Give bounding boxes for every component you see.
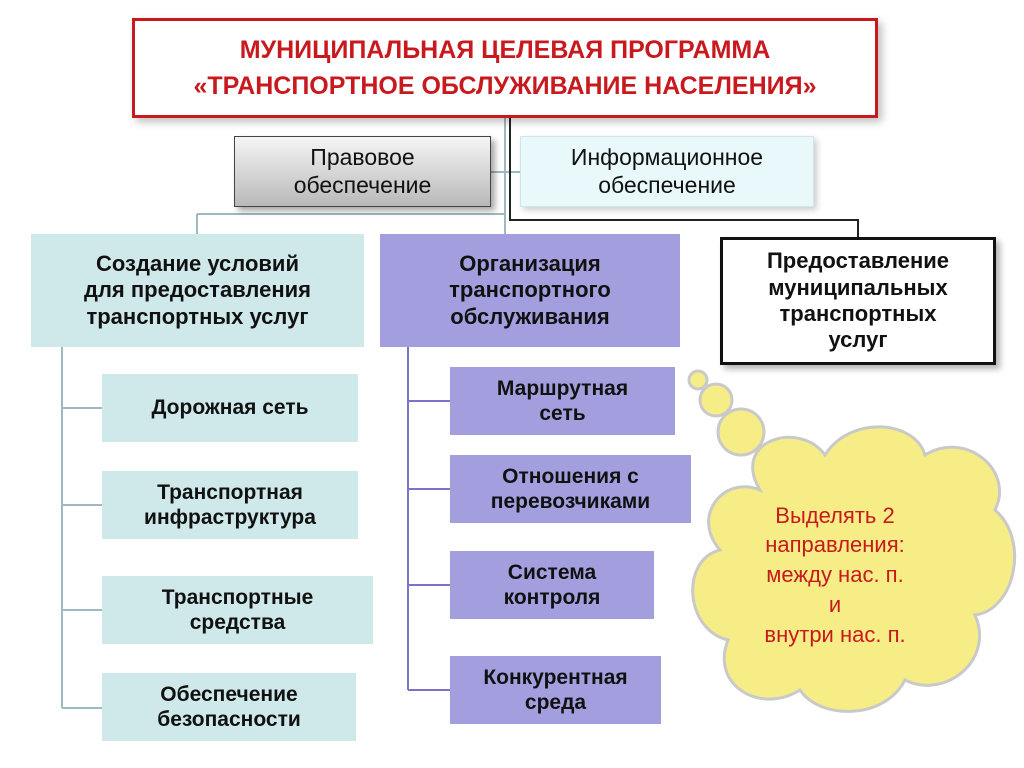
competition-box: Конкурентная среда xyxy=(450,656,661,724)
safety-box: Обеспечение безопасности xyxy=(102,673,356,741)
info-support-box: Информационное обеспечение xyxy=(520,136,814,207)
vehicles-box: Транспортные средства xyxy=(102,576,373,644)
connector-provision xyxy=(509,118,859,237)
conditions-branch-box: Создание условий для предоставления тран… xyxy=(31,234,364,347)
thought-cloud xyxy=(687,369,1017,713)
legal-support-box: Правовое обеспечение xyxy=(234,136,491,207)
route-network-box: Маршрутная сеть xyxy=(450,367,675,435)
control-system-box: Система контроля xyxy=(450,551,654,619)
organization-branch-box: Организация транспортного обслуживания xyxy=(380,234,680,347)
road-network-box: Дорожная сеть xyxy=(102,374,358,442)
transport-infrastructure-box: Транспортная инфраструктура xyxy=(102,471,358,539)
thought-bubble-large xyxy=(716,407,766,457)
cloud-body xyxy=(691,425,1017,713)
cloud-note-text: Выделять 2 направления: между нас. п. и … xyxy=(764,502,906,647)
thought-bubble-small xyxy=(687,369,709,391)
provision-branch-box: Предоставление муниципальных транспортны… xyxy=(720,237,996,365)
thought-bubble-medium xyxy=(698,382,734,418)
program-title: МУНИЦИПАЛЬНАЯ ЦЕЛЕВАЯ ПРОГРАММА «ТРАНСПО… xyxy=(132,18,878,118)
carrier-relations-box: Отношения с перевозчиками xyxy=(450,455,691,523)
